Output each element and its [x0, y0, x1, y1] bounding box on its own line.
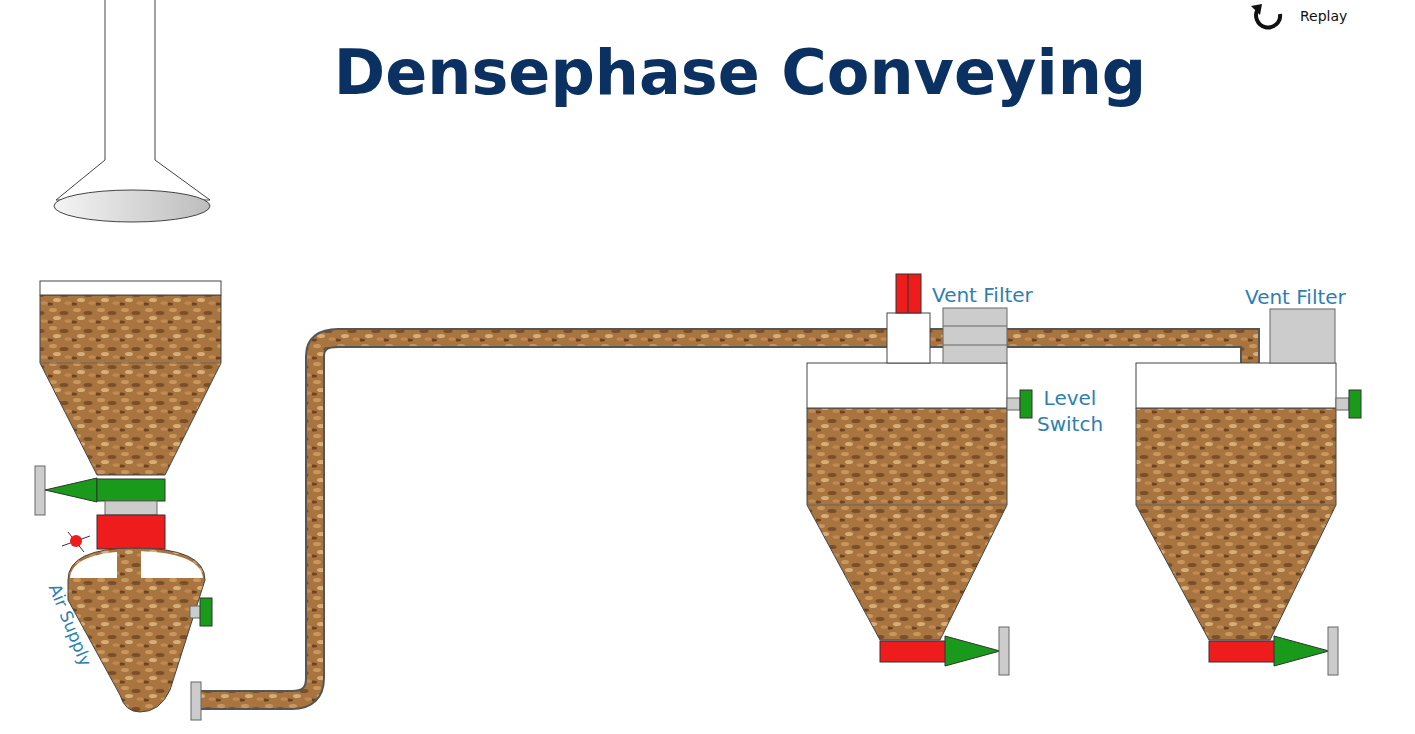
- dust-hood: [54, 0, 210, 222]
- replay-icon: [1251, 4, 1280, 27]
- component-label: Level Switch: [1034, 385, 1106, 437]
- component-label: Vent Filter: [932, 282, 1033, 308]
- component-label: Vent Filter: [1245, 284, 1346, 310]
- transporter-vessel: [62, 532, 212, 720]
- feed-hopper: [35, 281, 221, 549]
- page-title: Densephase Conveying: [334, 36, 1146, 109]
- receiving-bin: [807, 274, 1032, 675]
- conveying-pipe: [195, 338, 1250, 700]
- receiving-bin: [1136, 309, 1361, 675]
- replay-button: Replay: [1300, 7, 1347, 25]
